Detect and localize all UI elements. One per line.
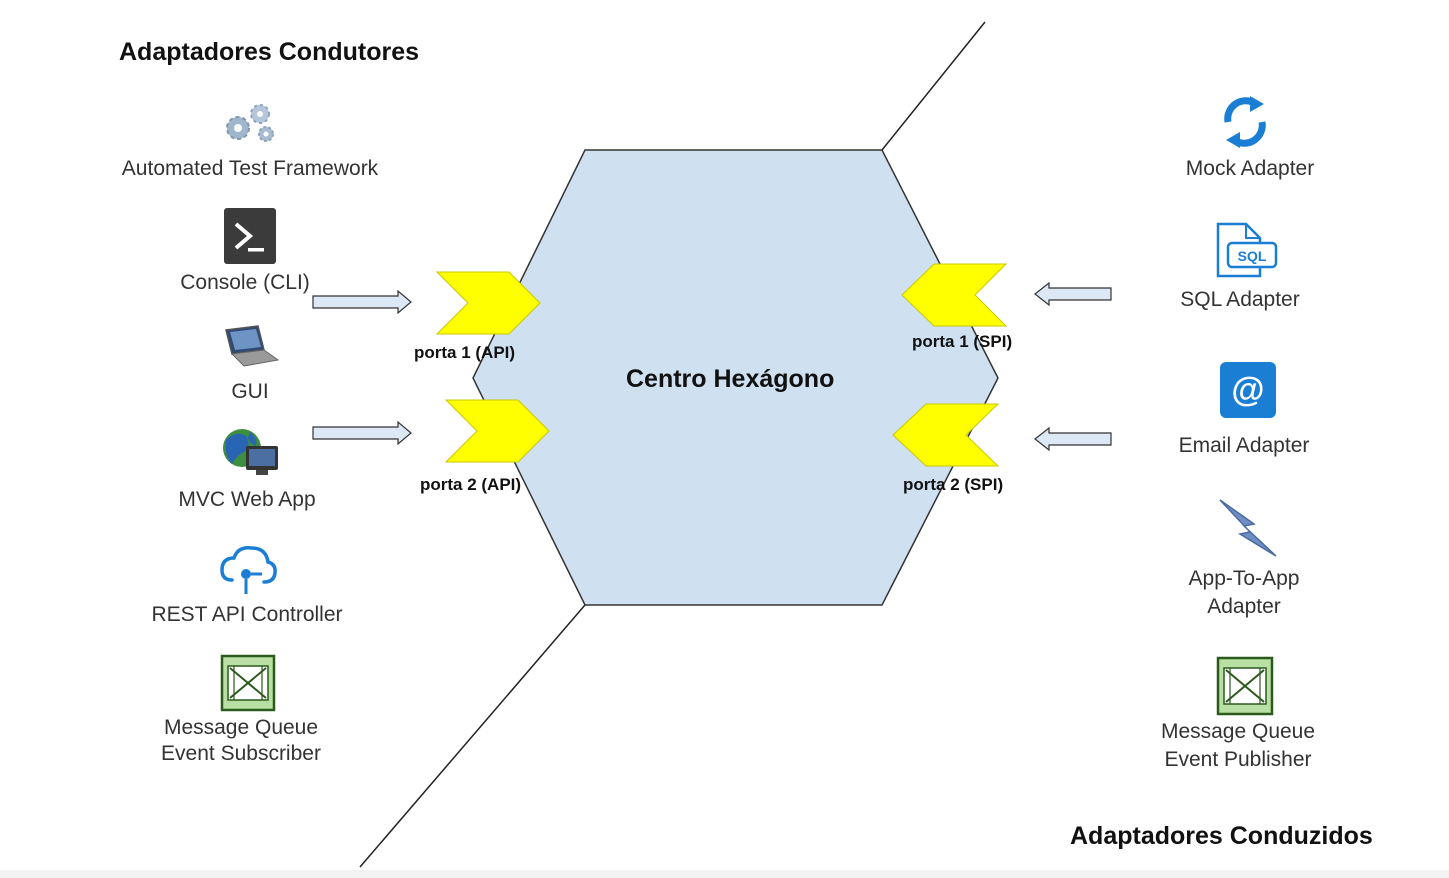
adapter-label-app-to-app-line2: Adapter	[1207, 595, 1281, 618]
boundary-line-top-right	[881, 21, 986, 151]
port-spi-2-shape	[892, 403, 1000, 467]
port-api-2-shape	[444, 399, 550, 463]
heading-driven-adapters: Adaptadores Conduzidos	[1070, 822, 1373, 850]
port-label-api-1: porta 1 (API)	[414, 343, 516, 362]
sql-icon-text: SQL	[1238, 248, 1267, 264]
arrow-to-port-api-1	[312, 289, 412, 315]
arrow-to-port-api-2	[312, 420, 412, 446]
adapter-label-console-cli: Console (CLI)	[180, 271, 310, 294]
cloud-api-icon	[220, 545, 277, 594]
center-title: Centro Hexágono	[626, 365, 835, 393]
message-queue-icon	[1216, 656, 1274, 716]
email-icon-text: @	[1231, 371, 1264, 409]
message-queue-icon	[220, 654, 276, 712]
adapter-label-automated-test: Automated Test Framework	[121, 157, 379, 180]
gears-icon	[226, 104, 274, 142]
adapter-label-mock: Mock Adapter	[1185, 157, 1315, 180]
adapter-label-rest-api: REST API Controller	[151, 603, 343, 626]
adapter-label-mq-subscriber-line1: Message Queue	[163, 716, 319, 739]
boundary-line-bottom-left	[359, 604, 586, 868]
sql-file-icon: SQL	[1216, 222, 1278, 278]
terminal-icon	[224, 208, 276, 264]
bottom-strip	[0, 870, 1449, 878]
adapter-label-mq-publisher-line1: Message Queue	[1160, 720, 1316, 743]
heading-driving-adapters: Adaptadores Condutores	[119, 38, 420, 66]
email-at-icon: @	[1220, 362, 1276, 418]
globe-computer-icon	[223, 429, 278, 475]
adapter-label-app-to-app-line1: App-To-App	[1188, 567, 1300, 590]
port-label-api-2: porta 2 (API)	[420, 475, 522, 494]
adapter-label-email: Email Adapter	[1178, 434, 1310, 457]
port-spi-1-shape	[901, 263, 1008, 327]
arrow-to-port-spi-2	[1034, 426, 1112, 452]
arrow-to-port-spi-1	[1034, 281, 1112, 307]
adapter-label-mvc-web-app: MVC Web App	[178, 488, 316, 511]
adapter-label-sql: SQL Adapter	[1180, 288, 1300, 311]
lightning-icon	[1219, 499, 1277, 557]
port-label-spi-1: porta 1 (SPI)	[912, 332, 1013, 351]
adapter-label-gui: GUI	[231, 380, 269, 403]
adapter-label-mq-publisher-line2: Event Publisher	[1164, 748, 1312, 771]
center-hexagon	[472, 149, 999, 606]
port-label-spi-2: porta 2 (SPI)	[903, 475, 1004, 494]
laptop-icon	[225, 325, 280, 367]
adapter-label-mq-subscriber-line2: Event Subscriber	[161, 742, 321, 765]
port-api-1-shape	[435, 271, 541, 335]
refresh-icon	[1224, 96, 1266, 148]
